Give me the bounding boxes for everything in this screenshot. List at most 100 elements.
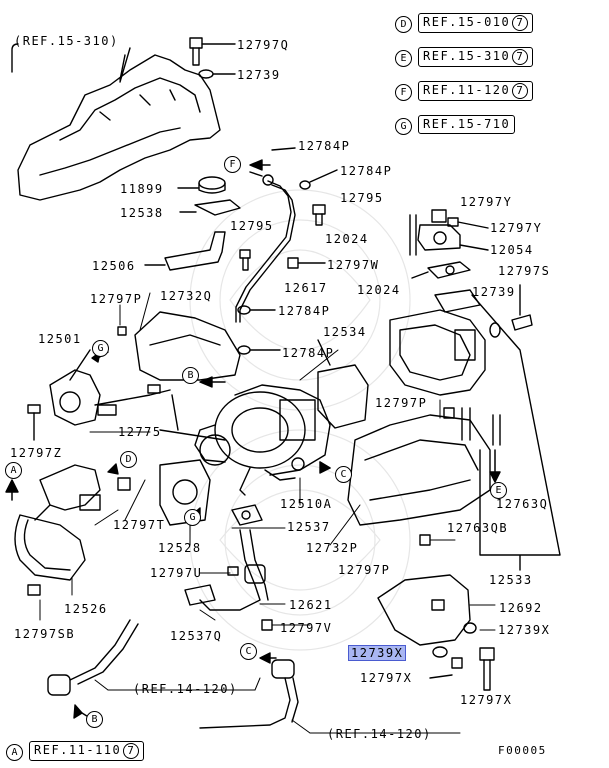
part-12024-a[interactable]: 12024 xyxy=(325,232,369,246)
part-12784p-a[interactable]: 12784P xyxy=(298,139,351,153)
washer-12739x-a xyxy=(432,646,448,658)
part-12797x-b[interactable]: 12797X xyxy=(460,693,513,707)
gasket-12528 xyxy=(159,459,211,526)
bolt-12797y xyxy=(447,217,489,229)
part-12534[interactable]: 12534 xyxy=(323,325,367,339)
part-12763qb[interactable]: 12763QB xyxy=(447,521,509,535)
part-12797w[interactable]: 12797W xyxy=(327,258,380,272)
part-12797y-a[interactable]: 12797Y xyxy=(460,195,513,209)
part-12621[interactable]: 12621 xyxy=(289,598,333,612)
marker-b-upper[interactable]: B xyxy=(182,367,199,384)
part-11899[interactable]: 11899 xyxy=(120,182,164,196)
ref-arrow-line xyxy=(119,47,131,83)
marker-b-lower[interactable]: B xyxy=(86,711,103,728)
part-12732p[interactable]: 12732P xyxy=(306,541,359,555)
part-12537q[interactable]: 12537Q xyxy=(170,629,223,643)
ref-14-120-label-b[interactable]: (REF.14-120) xyxy=(327,727,432,741)
part-12784p-d[interactable]: 12784P xyxy=(282,346,335,360)
ref-letter-g: G xyxy=(395,118,412,135)
part-12739-mid[interactable]: 12739 xyxy=(472,285,516,299)
ref-letter-a: A xyxy=(6,744,23,761)
gasket-12537 xyxy=(231,504,263,526)
part-12797u[interactable]: 12797U xyxy=(150,566,203,580)
exhaust-manifold xyxy=(11,43,221,201)
ref-text: REF.15-310 xyxy=(423,49,511,63)
marker-f[interactable]: F xyxy=(224,156,241,173)
marker-e[interactable]: E xyxy=(490,482,507,499)
marker-a[interactable]: A xyxy=(5,462,22,479)
part-12795-a[interactable]: 12795 xyxy=(340,191,384,205)
connector-12054 xyxy=(409,209,489,256)
part-12797p-b[interactable]: 12797P xyxy=(375,396,428,410)
pipe-12621 xyxy=(199,529,269,611)
part-12054[interactable]: 12054 xyxy=(490,243,534,257)
part-12739x-highlighted[interactable]: 12739X xyxy=(348,645,407,661)
part-12797s[interactable]: 12797S xyxy=(498,264,551,278)
marker-d[interactable]: D xyxy=(120,451,137,468)
part-12538[interactable]: 12538 xyxy=(120,206,164,220)
ref-text: REF.15-710 xyxy=(423,117,511,131)
ref-14-120-label-a[interactable]: (REF.14-120) xyxy=(133,682,238,696)
gasket-11899 xyxy=(198,176,226,190)
bolt-12797p-c xyxy=(419,534,431,546)
part-12506[interactable]: 12506 xyxy=(92,259,136,273)
part-12784p-b[interactable]: 12784P xyxy=(340,164,393,178)
washer-12739x-b xyxy=(463,622,477,634)
part-12775[interactable]: 12775 xyxy=(118,425,162,439)
direction-arrows xyxy=(5,159,501,719)
studs-12763q xyxy=(461,407,501,446)
part-12739-top[interactable]: 12739 xyxy=(237,68,281,82)
part-12501[interactable]: 12501 xyxy=(38,332,82,346)
part-12797x-a[interactable]: 12797X xyxy=(360,671,413,685)
bolt-12795-b xyxy=(239,249,251,271)
part-12763q[interactable]: 12763Q xyxy=(496,497,549,511)
part-12617[interactable]: 12617 xyxy=(284,281,328,295)
part-12797v[interactable]: 12797V xyxy=(280,621,333,635)
part-12024-b[interactable]: 12024 xyxy=(357,283,401,297)
group-bracket-12533 xyxy=(471,294,561,571)
part-12797p-a[interactable]: 12797P xyxy=(90,292,143,306)
part-12692[interactable]: 12692 xyxy=(499,601,543,615)
part-12526[interactable]: 12526 xyxy=(64,602,108,616)
part-12797q[interactable]: 12797Q xyxy=(237,38,290,52)
ref-box-g[interactable]: REF.15-710 xyxy=(418,115,516,134)
part-12797t[interactable]: 12797T xyxy=(113,518,166,532)
part-12797z[interactable]: 12797Z xyxy=(10,446,63,460)
wastegate-actuator-12501 xyxy=(49,349,171,426)
bolt-12797p-b xyxy=(443,407,455,419)
ref-text: REF.15-010 xyxy=(423,15,511,29)
part-12797sb[interactable]: 12797SB xyxy=(14,627,76,641)
part-12533[interactable]: 12533 xyxy=(489,573,533,587)
part-12739x[interactable]: 12739X xyxy=(498,623,551,637)
bolt-12797x-b xyxy=(479,647,495,691)
washer-12739-top xyxy=(198,69,236,79)
figure-code: F00005 xyxy=(498,744,547,757)
part-12795-b[interactable]: 12795 xyxy=(230,219,274,233)
ref-num: 7 xyxy=(512,15,529,31)
bolt-12797s xyxy=(511,284,533,331)
part-12797p-c[interactable]: 12797P xyxy=(338,563,391,577)
hose-left xyxy=(47,619,139,696)
part-12537[interactable]: 12537 xyxy=(287,520,331,534)
oil-pipe-12617 xyxy=(239,184,296,323)
cover-12692 xyxy=(377,574,471,646)
part-12732q[interactable]: 12732Q xyxy=(160,289,213,303)
marker-c-mid[interactable]: C xyxy=(335,466,352,483)
gasket-12537q xyxy=(184,584,216,606)
bolt-12795-a xyxy=(312,204,326,226)
part-12797y-b[interactable]: 12797Y xyxy=(490,221,543,235)
marker-c-lower[interactable]: C xyxy=(240,643,257,660)
bolt-12797sb xyxy=(27,584,41,596)
ref-15-310-label[interactable]: (REF.15-310) xyxy=(14,34,119,48)
bolt-12797w xyxy=(287,257,326,269)
marker-g-lower[interactable]: G xyxy=(184,509,201,526)
part-12510a[interactable]: 12510A xyxy=(280,497,333,511)
marker-g-upper[interactable]: G xyxy=(92,340,109,357)
part-12784p-c[interactable]: 12784P xyxy=(278,304,331,318)
part-12528[interactable]: 12528 xyxy=(158,541,202,555)
